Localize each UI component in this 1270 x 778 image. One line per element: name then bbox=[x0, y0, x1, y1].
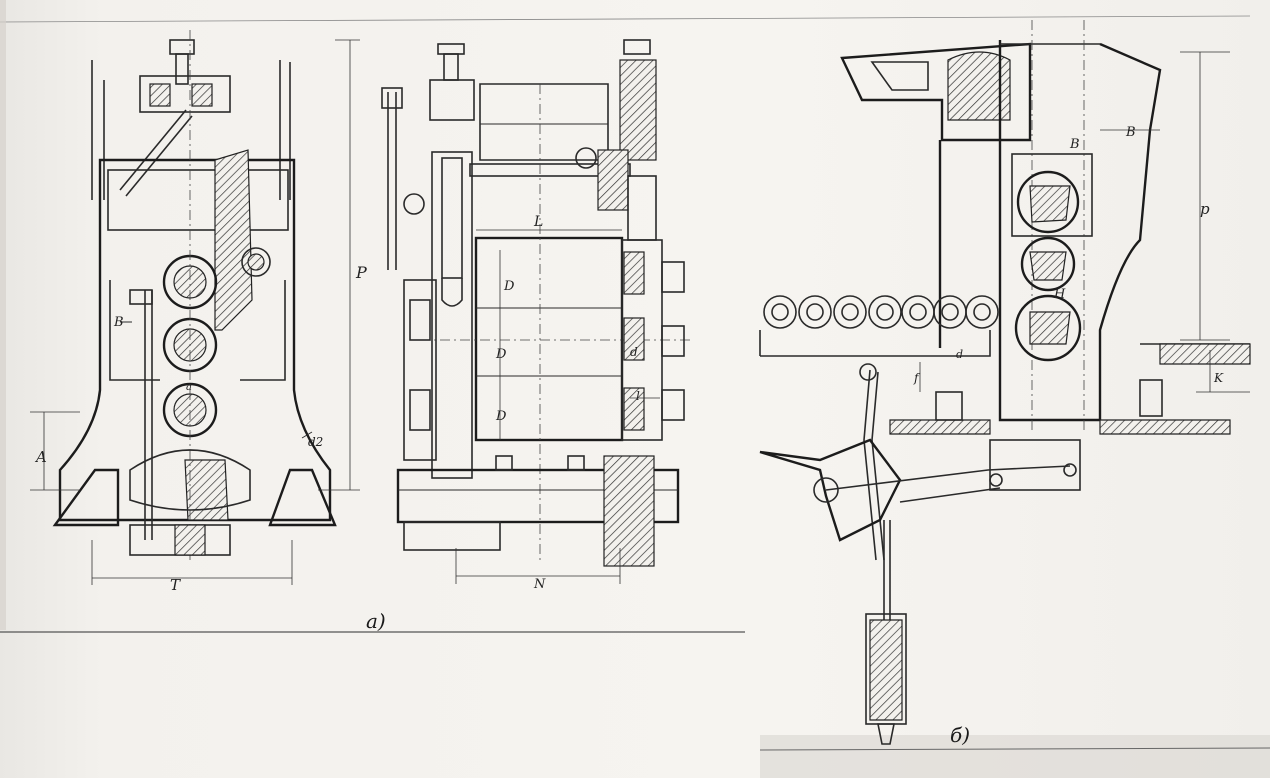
label-p: p bbox=[1200, 200, 1210, 218]
label-d-middle: d bbox=[630, 345, 638, 359]
label-H: H bbox=[1053, 287, 1066, 302]
label-N: N bbox=[533, 577, 546, 592]
label-a-small: a bbox=[186, 382, 192, 393]
label-d2: d2 bbox=[308, 435, 323, 449]
label-D-2: D bbox=[495, 347, 507, 362]
label-B-left: B bbox=[113, 315, 124, 330]
caption-b: б) bbox=[950, 723, 970, 747]
right-view-drawing bbox=[759, 20, 1251, 745]
roller-table-rolls bbox=[763, 295, 999, 329]
label-A: A bbox=[34, 448, 47, 466]
label-L: L bbox=[533, 214, 543, 230]
middle-view-drawing bbox=[381, 39, 690, 584]
label-B-right-1: B bbox=[1069, 137, 1080, 152]
label-f: f bbox=[913, 371, 921, 385]
label-P: P bbox=[355, 263, 367, 282]
label-K: K bbox=[1213, 371, 1224, 385]
label-T: T bbox=[170, 576, 181, 594]
label-D-3: D bbox=[495, 409, 507, 424]
label-B-right-2: B bbox=[1125, 125, 1136, 140]
label-D-1: D bbox=[503, 279, 515, 294]
left-view-drawing bbox=[30, 30, 360, 585]
label-l: l bbox=[636, 389, 640, 403]
label-d-right: d bbox=[956, 348, 963, 361]
caption-a: а) bbox=[366, 609, 386, 633]
